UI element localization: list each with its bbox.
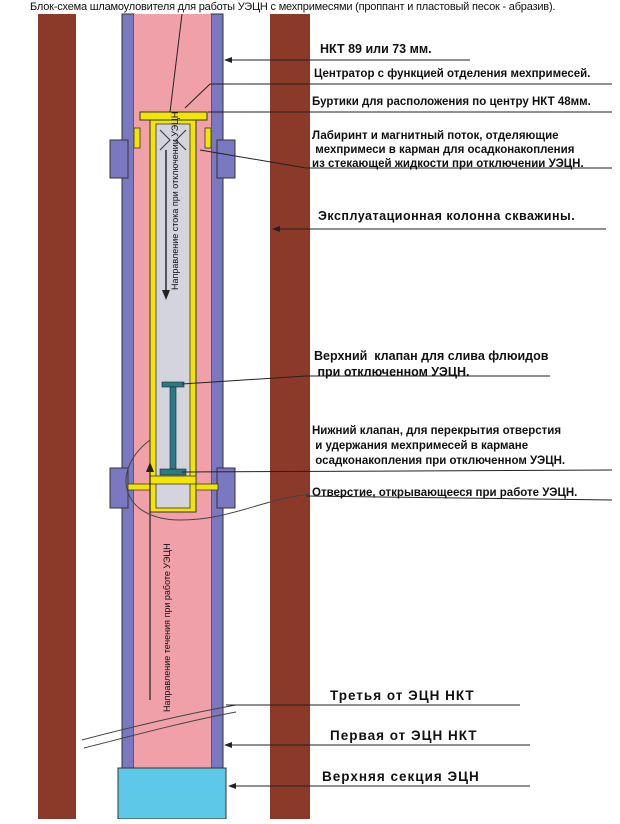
coupling-upper-right <box>216 139 236 179</box>
label-column: Эксплуатационная колонна скважины. <box>318 209 576 223</box>
leader-upper-valve <box>181 375 307 385</box>
tube-wall-left <box>121 13 135 820</box>
arrow-flow-on-head <box>146 462 154 472</box>
label-lower-valve: Нижний клапан, для перекрытия отверстия … <box>312 425 566 467</box>
leader-opening <box>305 495 613 501</box>
burtik-left <box>133 127 141 149</box>
leader-labirint <box>199 149 307 169</box>
valve-stem <box>169 386 177 470</box>
arrowhead-upper-section <box>228 783 236 789</box>
burtik-right <box>204 127 212 149</box>
upper-valve-seat <box>161 381 185 388</box>
casing-wall-left <box>38 14 76 819</box>
label-flow-on: Направление течения при работе УЭЦН <box>162 543 172 712</box>
tube-wall-right <box>210 13 224 820</box>
label-upper-valve: Верхний клапан для слива флюидов при отк… <box>314 349 549 379</box>
leader-centrator <box>184 83 211 109</box>
arrowhead-nkt <box>224 57 232 63</box>
leader-title <box>169 13 183 113</box>
label-centrator: Центратор с функцией отделения мехпримес… <box>314 68 591 80</box>
coupling-lower-right <box>216 467 236 509</box>
coupling-lower-left <box>109 467 129 509</box>
labyrinth <box>159 129 187 151</box>
label-labirint: Лабиринт и магнитный поток, отделяющие м… <box>312 130 584 170</box>
lower-valve-seat <box>149 475 197 485</box>
cable <box>81 704 237 749</box>
label-third-nkt: Третья от ЭЦН НКТ <box>330 688 475 703</box>
label-nkt: НКТ 89 или 73 мм. <box>320 42 432 56</box>
arrow-flow-off-head <box>162 290 170 300</box>
lasso-curve <box>125 439 311 521</box>
casing-wall-right <box>270 14 310 819</box>
coupling-upper-left <box>109 139 129 179</box>
leader-lower-valve <box>181 469 613 473</box>
diagram-title: Блок-схема шламоуловителя для работы УЭЦ… <box>30 1 556 13</box>
label-burtiki: Буртики для расположения по центру НКТ 4… <box>312 96 591 108</box>
arrowhead-first-nkt <box>224 742 232 748</box>
label-flow-off: Направление стока при отключении УЭЦН <box>170 111 180 290</box>
label-upper-section: Верхняя секция ЭЦН <box>322 769 480 784</box>
arrowhead-column <box>272 226 280 232</box>
label-opening: Отверстие, открывающееся при работе УЭЦН… <box>312 487 578 499</box>
pump-upper-section <box>117 767 227 820</box>
label-first-nkt: Первая от ЭЦН НКТ <box>330 728 478 743</box>
